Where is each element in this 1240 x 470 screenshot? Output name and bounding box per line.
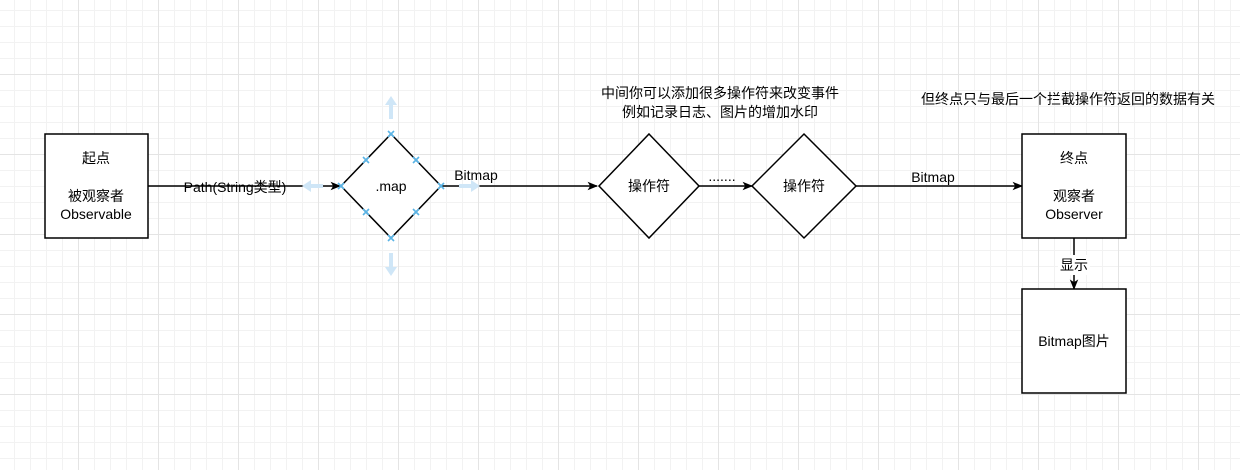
bitmap-node-label: Bitmap图片: [1038, 333, 1110, 349]
map-operator-node[interactable]: .map: [339, 132, 443, 240]
operator-node-1-label: 操作符: [628, 178, 670, 194]
selection-handles[interactable]: [337, 130, 445, 242]
start-node-line2: Observable: [60, 206, 132, 222]
operator-node-2-label: 操作符: [783, 178, 825, 194]
middle-note[interactable]: 中间你可以添加很多操作符来改变事件 例如记录日志、图片的增加水印: [601, 85, 839, 120]
hint-arrow-left-icon[interactable]: [302, 180, 323, 192]
end-node-observer[interactable]: 终点 观察者 Observer: [1021, 133, 1127, 239]
hint-arrow-up-icon[interactable]: [385, 96, 397, 119]
operator-node-2[interactable]: 操作符: [750, 132, 858, 240]
edge-bitmap-label-2: Bitmap: [911, 169, 955, 185]
map-node-label: .map: [375, 178, 406, 194]
end-node-line2: Observer: [1045, 206, 1103, 222]
bitmap-image-node[interactable]: Bitmap图片: [1021, 288, 1127, 394]
hint-arrow-down-icon[interactable]: [385, 253, 397, 276]
right-note[interactable]: 但终点只与最后一个拦截操作符返回的数据有关: [921, 91, 1215, 107]
edge-show-label-bg: [1058, 255, 1090, 275]
operator-node-1[interactable]: 操作符: [597, 132, 701, 240]
start-node-observable[interactable]: 起点 被观察者 Observable: [44, 133, 149, 239]
middle-note-line1: 中间你可以添加很多操作符来改变事件: [601, 85, 839, 101]
hint-arrow-right-icon[interactable]: [459, 180, 480, 192]
end-node-title: 终点: [1060, 150, 1088, 166]
ellipsis-label: .......: [708, 168, 735, 184]
edge-bitmap-label-1: Bitmap: [454, 167, 498, 183]
start-node-title: 起点: [82, 150, 110, 166]
start-node-line1: 被观察者: [68, 188, 124, 204]
edge-show-label: 显示: [1060, 257, 1088, 273]
end-node-line1: 观察者: [1053, 188, 1095, 204]
middle-note-line2: 例如记录日志、图片的增加水印: [622, 104, 818, 120]
edge-path-label: Path(String类型): [184, 179, 287, 195]
